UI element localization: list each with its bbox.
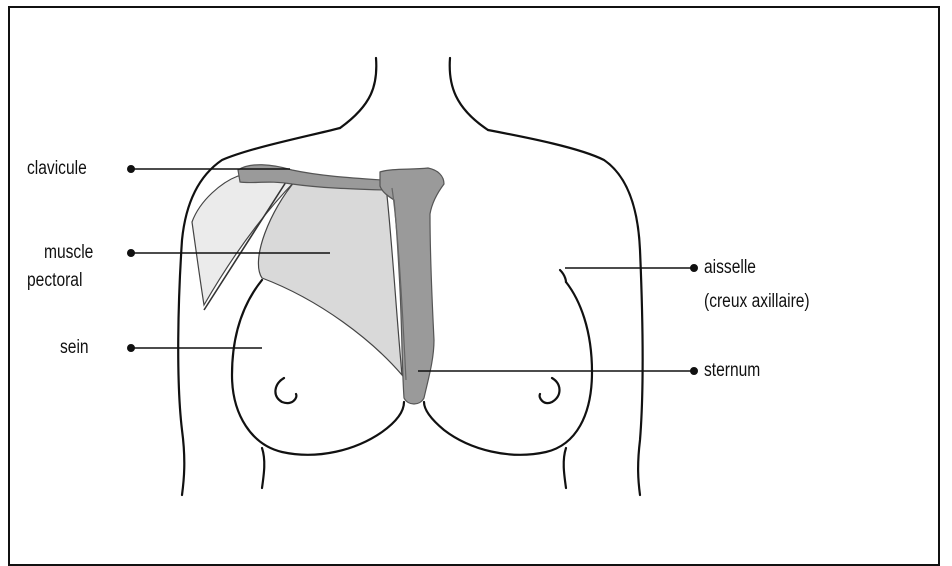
right-shoulder <box>488 130 643 495</box>
label-aisselle-line1: aisselle <box>704 256 756 280</box>
neck-left <box>340 58 376 128</box>
left-breast-lower <box>262 448 264 488</box>
neck-right <box>450 58 488 130</box>
right-axilla <box>560 270 566 282</box>
right-nipple <box>540 378 560 403</box>
label-sein: sein <box>60 336 89 360</box>
dot-sein <box>128 345 134 351</box>
left-nipple <box>275 378 296 403</box>
label-muscle-line2: pectoral <box>27 269 82 293</box>
anatomy-diagram <box>0 0 952 554</box>
right-breast-lower <box>564 448 566 488</box>
label-clavicule: clavicule <box>27 157 87 181</box>
dot-aisselle <box>691 265 697 271</box>
right-breast <box>424 282 592 455</box>
label-aisselle-line2: (creux axillaire) <box>704 290 810 314</box>
dot-sternum <box>691 368 697 374</box>
label-muscle-line1: muscle <box>44 241 93 265</box>
dot-muscle <box>128 250 134 256</box>
pectoral-muscle-shape <box>258 180 402 375</box>
dot-clavicule <box>128 166 134 172</box>
label-sternum: sternum <box>704 359 760 383</box>
